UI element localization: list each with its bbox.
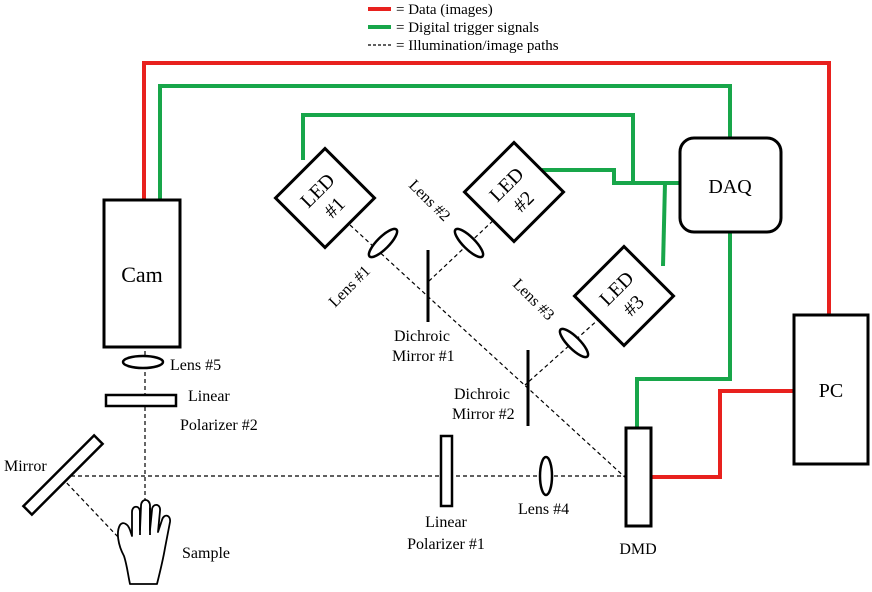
trigger-line-daq-to-led2 bbox=[542, 168, 680, 185]
mirror: Mirror bbox=[4, 433, 105, 517]
led-3-box bbox=[572, 244, 676, 348]
polarizer-2-label-line1: Linear bbox=[188, 388, 230, 405]
daq-box bbox=[678, 136, 783, 234]
lens-5-label: Lens #5 bbox=[170, 357, 221, 374]
lens-2-label: Lens #2 bbox=[405, 177, 453, 225]
data-line-dmd-to-pc bbox=[651, 389, 794, 479]
polarizer-1-label-line1: Linear bbox=[425, 514, 467, 531]
trigger-line-daq-to-led3 bbox=[661, 182, 667, 267]
dichroic-mirror-2-label-line2: Mirror #2 bbox=[452, 406, 515, 423]
lens-5-shape bbox=[121, 354, 165, 370]
trigger-connections bbox=[158, 84, 732, 428]
lens-5: Lens #5 bbox=[121, 354, 221, 374]
trigger-line-daq-to-dmd bbox=[635, 232, 732, 428]
lens-1-shape bbox=[367, 227, 399, 259]
pc-label: PC bbox=[819, 380, 843, 402]
hand-icon bbox=[117, 499, 171, 585]
polarizer-2-label-line2: Polarizer #2 bbox=[180, 417, 258, 434]
led-2-box bbox=[462, 140, 566, 244]
lens-1: Lens #1 bbox=[326, 227, 399, 311]
polarizer-1-shape bbox=[439, 434, 454, 508]
camera-box bbox=[102, 198, 182, 349]
led-2: LED #2 bbox=[462, 140, 566, 244]
legend-trigger-label: = Digital trigger signals bbox=[396, 20, 539, 36]
led-1-box bbox=[273, 146, 377, 250]
sample: Sample bbox=[117, 499, 230, 585]
polarizer-2: Linear Polarizer #2 bbox=[104, 388, 258, 434]
polarizer-1: Linear Polarizer #1 bbox=[407, 434, 485, 553]
daq-label: DAQ bbox=[708, 176, 752, 198]
led-3: LED #3 bbox=[572, 244, 676, 348]
path-led3-to-dichroic2 bbox=[524, 317, 601, 386]
lens-3-label: Lens #3 bbox=[509, 276, 557, 324]
mirror-label: Mirror bbox=[4, 458, 47, 475]
camera: Cam bbox=[102, 198, 182, 349]
data-line-cam-to-pc bbox=[142, 61, 831, 315]
lens-4-label: Lens #4 bbox=[518, 501, 569, 518]
mirror-shape bbox=[21, 433, 105, 517]
lens-3-shape bbox=[558, 327, 590, 359]
trigger-line-daq-to-cam bbox=[158, 84, 732, 200]
lens-4: Lens #4 bbox=[518, 455, 569, 518]
daq: DAQ bbox=[678, 136, 783, 234]
camera-label: Cam bbox=[121, 262, 163, 287]
path-led2-to-dichroic1 bbox=[427, 215, 499, 283]
lens-2-shape bbox=[453, 227, 485, 259]
legend-path-label: = Illumination/image paths bbox=[396, 38, 559, 54]
dichroic-mirror-2: Dichroic Mirror #2 bbox=[452, 350, 530, 426]
led-1: LED #1 bbox=[273, 146, 377, 250]
legend-data-label: = Data (images) bbox=[396, 2, 493, 18]
lens-1-label: Lens #1 bbox=[326, 263, 374, 311]
data-connections bbox=[142, 61, 831, 479]
dmd: DMD bbox=[619, 426, 657, 558]
dichroic-mirror-1: Dichroic Mirror #1 bbox=[392, 250, 455, 365]
dichroic-mirror-1-label-line1: Dichroic bbox=[394, 328, 450, 345]
pc: PC bbox=[792, 313, 870, 466]
dichroic-mirror-2-label-line1: Dichroic bbox=[454, 386, 510, 403]
legend: = Data (images) = Digital trigger signal… bbox=[368, 2, 559, 54]
lens-4-shape bbox=[538, 455, 554, 497]
dmd-label: DMD bbox=[619, 541, 656, 558]
polarizer-1-label-line2: Polarizer #1 bbox=[407, 536, 485, 553]
lens-3: Lens #3 bbox=[509, 276, 590, 359]
pc-box bbox=[792, 313, 870, 466]
dichroic-mirror-1-label-line2: Mirror #1 bbox=[392, 348, 455, 365]
dmd-box bbox=[624, 426, 653, 528]
polarizer-2-shape bbox=[104, 393, 178, 408]
sample-label: Sample bbox=[182, 545, 230, 562]
